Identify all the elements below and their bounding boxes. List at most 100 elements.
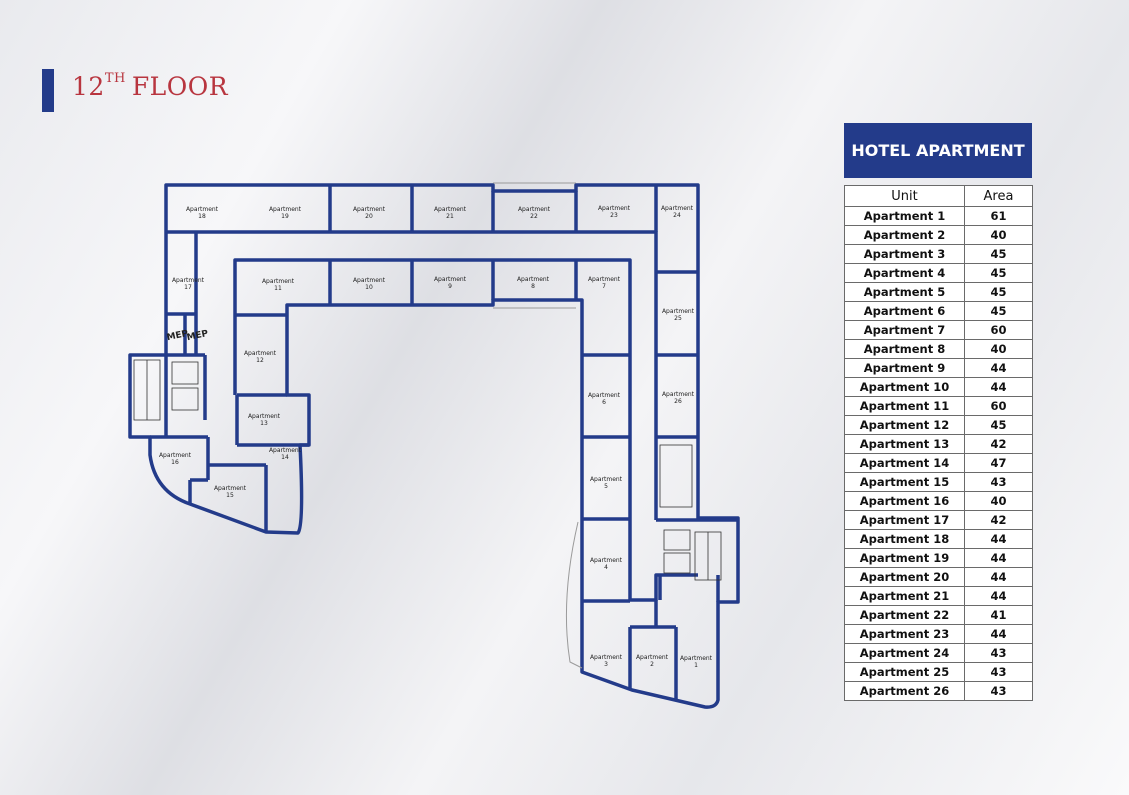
unit-cell: Apartment 22 [844,605,965,625]
room-label-word: Apartment [662,308,695,315]
area-cell: 43 [964,662,1033,682]
unit-cell: Apartment 24 [844,643,965,663]
room-labels: Apartment1Apartment2Apartment3Apartment4… [159,205,713,669]
mep-label-2: MEP [186,329,210,343]
room-label-number: 19 [281,213,289,220]
unit-cell: Apartment 19 [844,548,965,568]
unit-cell: Apartment 6 [844,301,965,321]
room-label-number: 13 [260,420,268,427]
area-cell: 42 [964,434,1033,454]
room-label-number: 17 [184,284,192,291]
area-cell: 45 [964,415,1033,435]
room-label-number: 9 [448,283,452,290]
room-label-number: 16 [171,459,179,466]
room-label-number: 8 [531,283,535,290]
unit-cell: Apartment 25 [844,662,965,682]
area-cell: 44 [964,529,1033,549]
area-cell: 60 [964,396,1033,416]
room-label-word: Apartment [269,447,302,454]
room-label-word: Apartment [588,276,621,283]
area-cell: 43 [964,681,1033,701]
room-label-word: Apartment [353,277,386,284]
room-label-word: Apartment [353,206,386,213]
unit-cell: Apartment 11 [844,396,965,416]
unit-cell: Apartment 13 [844,434,965,454]
room-label-word: Apartment [590,476,623,483]
unit-cell: Apartment 15 [844,472,965,492]
glazing-lines [493,182,583,669]
room-label-number: 14 [281,454,289,461]
room-label-number: 10 [365,284,373,291]
room-label-word: Apartment [636,654,669,661]
room-label-word: Apartment [269,206,302,213]
core-details [133,359,722,581]
unit-cell: Apartment 17 [844,510,965,530]
title-accent-bar [42,69,54,112]
room-label-word: Apartment [214,485,247,492]
unit-cell: Apartment 23 [844,624,965,644]
unit-cell: Apartment 12 [844,415,965,435]
room-label-word: Apartment [518,206,551,213]
room-label-number: 26 [674,398,682,405]
area-cell: 44 [964,586,1033,606]
unit-cell: Apartment 5 [844,282,965,302]
table-header-row: Unit Area [844,185,1033,207]
area-cell: 40 [964,225,1033,245]
room-label-number: 24 [673,212,681,219]
room-label-word: Apartment [662,391,695,398]
room-label-word: Apartment [248,413,281,420]
unit-cell: Apartment 16 [844,491,965,511]
unit-cell: Apartment 26 [844,681,965,701]
area-cell: 45 [964,263,1033,283]
room-label-number: 12 [256,357,264,364]
unit-cell: Apartment 18 [844,529,965,549]
room-label-word: Apartment [588,392,621,399]
room-label-number: 23 [610,212,618,219]
area-cell: 44 [964,548,1033,568]
unit-cell: Apartment 20 [844,567,965,587]
unit-cell: Apartment 9 [844,358,965,378]
room-label-word: Apartment [434,206,467,213]
room-label-word: Apartment [590,557,623,564]
unit-cell: Apartment 21 [844,586,965,606]
room-label-word: Apartment [434,276,467,283]
room-label-number: 15 [226,492,234,499]
mep-label-1: MEP [166,329,190,343]
area-cell: 40 [964,339,1033,359]
area-cell: 45 [964,244,1033,264]
room-label-word: Apartment [590,654,623,661]
room-label-number: 4 [604,564,608,571]
unit-cell: Apartment 1 [844,206,965,226]
room-label-number: 6 [602,399,606,406]
room-label-number: 11 [274,285,282,292]
area-cell: 47 [964,453,1033,473]
room-label-word: Apartment [661,205,694,212]
area-cell: 45 [964,282,1033,302]
unit-cell: Apartment 10 [844,377,965,397]
room-label-word: Apartment [244,350,277,357]
room-label-word: Apartment [262,278,295,285]
room-label-word: Apartment [680,655,713,662]
room-label-number: 21 [446,213,454,220]
area-cell: 60 [964,320,1033,340]
room-label-number: 25 [674,315,682,322]
floor-plan-walls [128,183,740,709]
